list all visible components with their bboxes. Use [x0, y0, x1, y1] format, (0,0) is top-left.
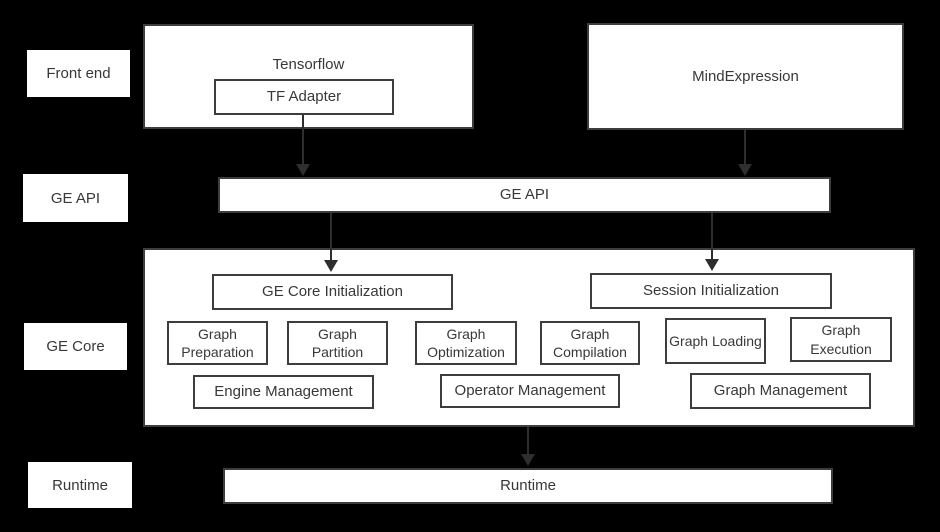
session-initialization-box: Session Initialization: [590, 273, 832, 309]
stage-box-graph-loading: Graph Loading: [665, 318, 766, 364]
stage-box-graph-preparation: Graph Preparation: [167, 321, 268, 365]
arrow-ge-api-to-ge-core-initialization: [324, 213, 338, 272]
arrow-ge-api-to-session-initialization: [705, 213, 719, 271]
arrow-mind-expression-to-ge-api: [738, 130, 752, 176]
arrow-tf-adapter-to-ge-api: [296, 115, 310, 176]
arrow-head-icon: [521, 454, 535, 466]
runtime-bar: Runtime: [223, 468, 833, 504]
side-label-front-end: Front end: [27, 50, 130, 97]
arrow-head-icon: [324, 260, 338, 272]
arrow-head-icon: [738, 164, 752, 176]
arrow-line: [527, 427, 529, 454]
mind-expression-box: MindExpression: [587, 23, 904, 130]
stage-box-graph-execution: Graph Execution: [790, 317, 892, 362]
stage-box-graph-compilation: Graph Compilation: [540, 321, 640, 365]
side-label-runtime: Runtime: [28, 462, 132, 508]
tf-adapter-box: TF Adapter: [214, 79, 394, 115]
arrow-line: [330, 213, 332, 260]
arrow-ge-core-to-runtime: [521, 427, 535, 466]
side-label-ge-api: GE API: [23, 174, 128, 222]
stage-box-graph-partition: Graph Partition: [287, 321, 388, 365]
arrow-line: [744, 130, 746, 164]
tensorflow-label: Tensorflow: [272, 56, 345, 73]
management-box-engine-management: Engine Management: [193, 375, 374, 409]
ge-core-initialization-box: GE Core Initialization: [212, 274, 453, 310]
ge-api-bar: GE API: [218, 177, 831, 213]
arrow-line: [302, 115, 304, 164]
stage-box-graph-optimization: Graph Optimization: [415, 321, 517, 365]
arrow-head-icon: [705, 259, 719, 271]
arrow-line: [711, 213, 713, 259]
side-label-ge-core: GE Core: [24, 323, 127, 370]
management-box-graph-management: Graph Management: [690, 373, 871, 409]
management-box-operator-management: Operator Management: [440, 374, 620, 408]
arrow-head-icon: [296, 164, 310, 176]
